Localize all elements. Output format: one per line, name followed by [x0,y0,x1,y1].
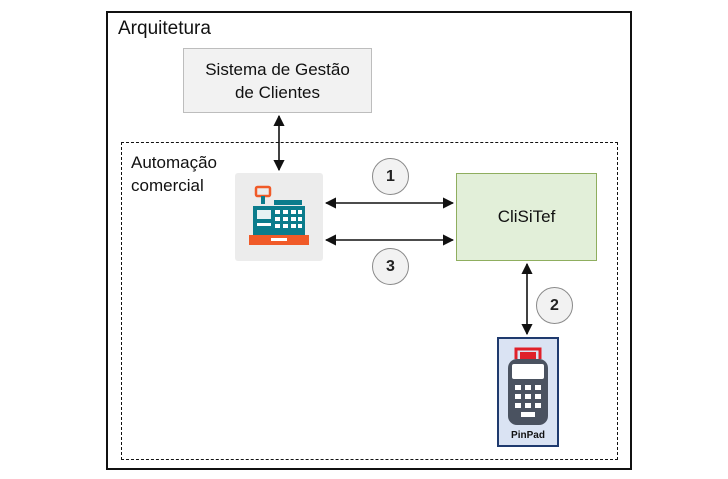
management-system-line1: Sistema de Gestão [205,59,350,79]
pinpad-icon [508,347,548,425]
management-system-line2: de Clientes [234,82,321,102]
step-badge-3: 3 [372,248,409,285]
step-badge-2: 2 [536,287,573,324]
clisitef-label: CliSiTef [497,207,556,226]
pinpad-node [497,337,559,447]
clisitef-box: CliSiTef [456,173,597,261]
automation-label-line1: Automação [131,153,217,172]
cash-register-icon [249,185,309,245]
automation-label-line2: comercial [131,176,204,195]
automation-label: Automação comercial [131,151,241,197]
pinpad-label: PinPad [511,430,545,441]
cash-register-node [235,173,323,261]
step-badge-1: 1 [372,158,409,195]
management-system-box: Sistema de Gestão de Clientes [183,48,372,113]
architecture-label: Arquitetura [118,18,211,39]
automation-frame [121,142,618,460]
architecture-frame [106,11,632,470]
